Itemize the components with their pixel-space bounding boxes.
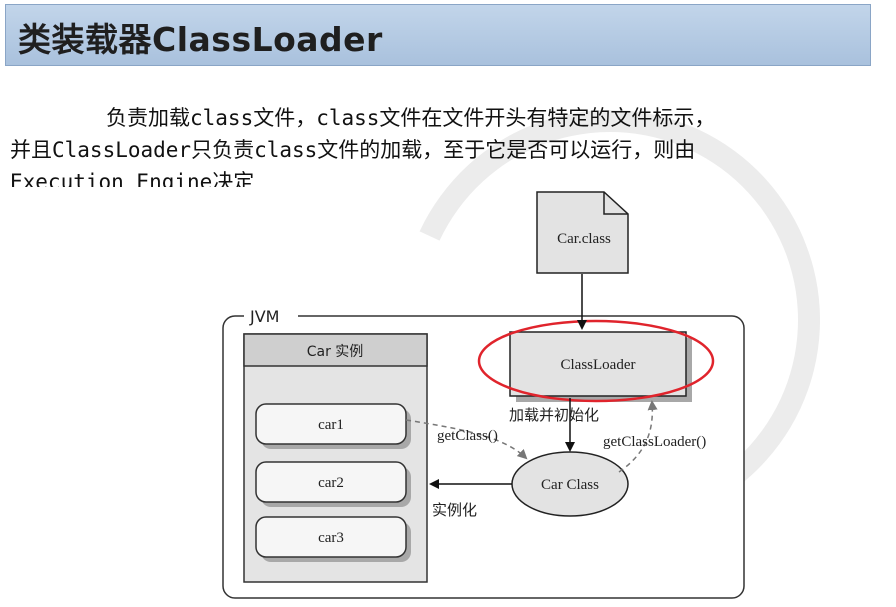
instance-car2: car2	[255, 461, 411, 507]
paragraph-line-1: 负责加载class文件，class文件在文件开头有特定的文件标示，	[106, 106, 716, 130]
edge-label-instantiate: 实例化	[432, 501, 477, 519]
car-class-node: Car Class	[511, 451, 629, 517]
car-class-label: Car Class	[541, 477, 599, 493]
jvm-label: JVM	[249, 307, 279, 326]
classloader-highlight-ellipse	[477, 319, 715, 403]
instance-car1: car1	[255, 403, 411, 449]
edge-label-getclassloader: getClassLoader()	[603, 434, 706, 450]
instances-header: Car 实例	[307, 344, 364, 360]
edge-label-getclass: getClass()	[437, 428, 498, 444]
classloader-box: ClassLoader	[509, 331, 692, 402]
description-paragraph: 负责加载class文件，class文件在文件开头有特定的文件标示， 并且Clas…	[10, 102, 870, 198]
slide-title: 类装载器ClassLoader	[18, 20, 383, 59]
car-class-file: Car.class	[536, 191, 629, 274]
title-bar: 类装载器ClassLoader	[5, 4, 871, 66]
classloader-label: ClassLoader	[561, 357, 636, 373]
edge-label-load-init: 加载并初始化	[509, 406, 599, 424]
instance-label: car1	[318, 417, 344, 433]
getclassloader-arrow	[618, 400, 658, 473]
instance-label: car2	[318, 475, 344, 491]
file-label: Car.class	[557, 231, 611, 247]
getclass-arrow	[405, 419, 528, 460]
paragraph-line-2: 并且ClassLoader只负责class文件的加载，至于它是否可以运行，则由	[10, 138, 696, 162]
paragraph-line-3: Execution Engine决定	[10, 170, 255, 187]
instance-label: car3	[318, 530, 344, 546]
instance-car3: car3	[255, 516, 411, 562]
